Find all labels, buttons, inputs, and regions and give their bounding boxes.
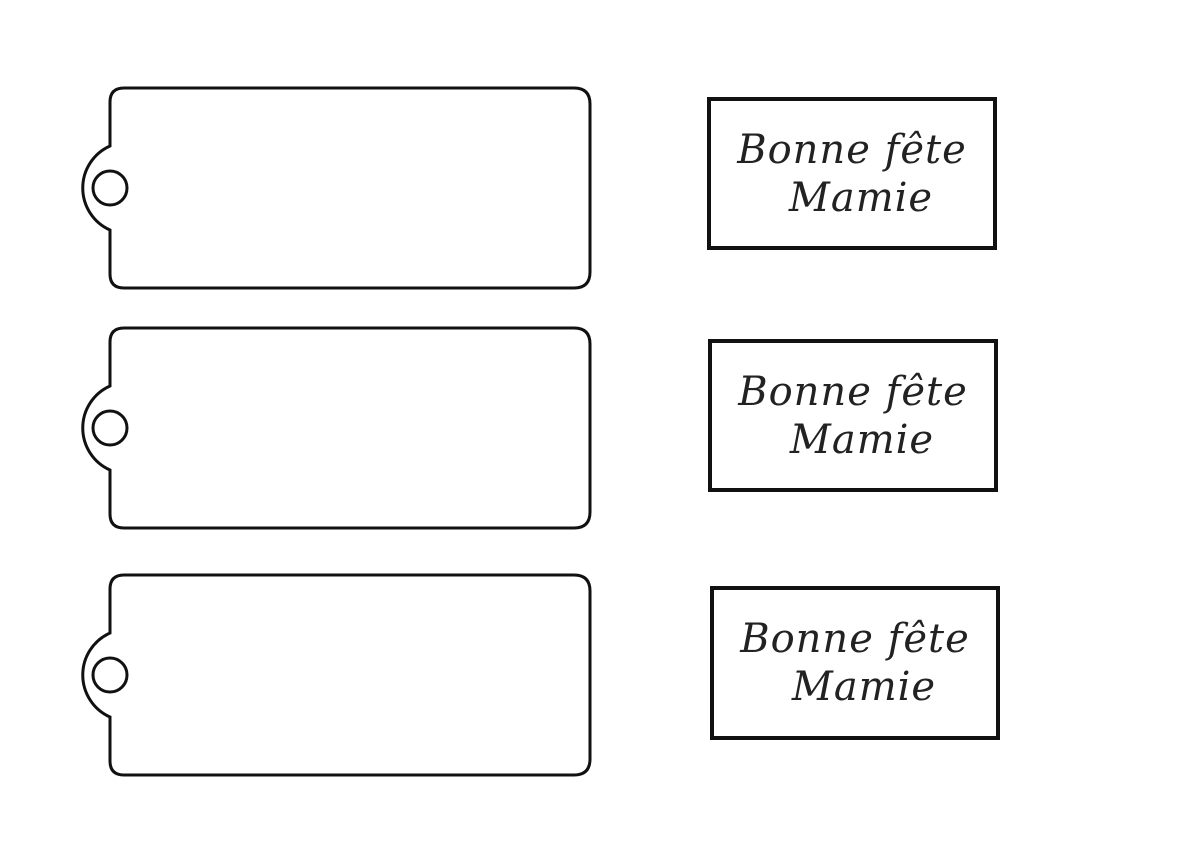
greeting-line-1: Bonne fête <box>740 616 970 662</box>
greeting-line-1: Bonne fête <box>738 368 968 415</box>
gift-tag-outline <box>81 573 592 777</box>
greeting-line-2: Mamie <box>791 664 937 710</box>
greeting-label: Bonne fête Mamie <box>708 339 998 492</box>
gift-tag-outline <box>81 86 592 290</box>
blank-gift-tag <box>74 572 604 782</box>
greeting-label: Bonne fête Mamie <box>707 97 997 250</box>
tag-hole-icon <box>91 409 129 447</box>
greeting-label: Bonne fête Mamie <box>710 586 1000 740</box>
greeting-line-2: Mamie <box>789 416 935 463</box>
tag-hole-icon <box>91 656 129 694</box>
gift-tag-outline <box>81 326 592 530</box>
tag-hole-icon <box>91 169 129 207</box>
greeting-line-1: Bonne fête <box>737 126 967 173</box>
blank-gift-tag <box>74 85 604 295</box>
blank-gift-tag <box>74 325 604 535</box>
greeting-line-2: Mamie <box>788 174 934 221</box>
